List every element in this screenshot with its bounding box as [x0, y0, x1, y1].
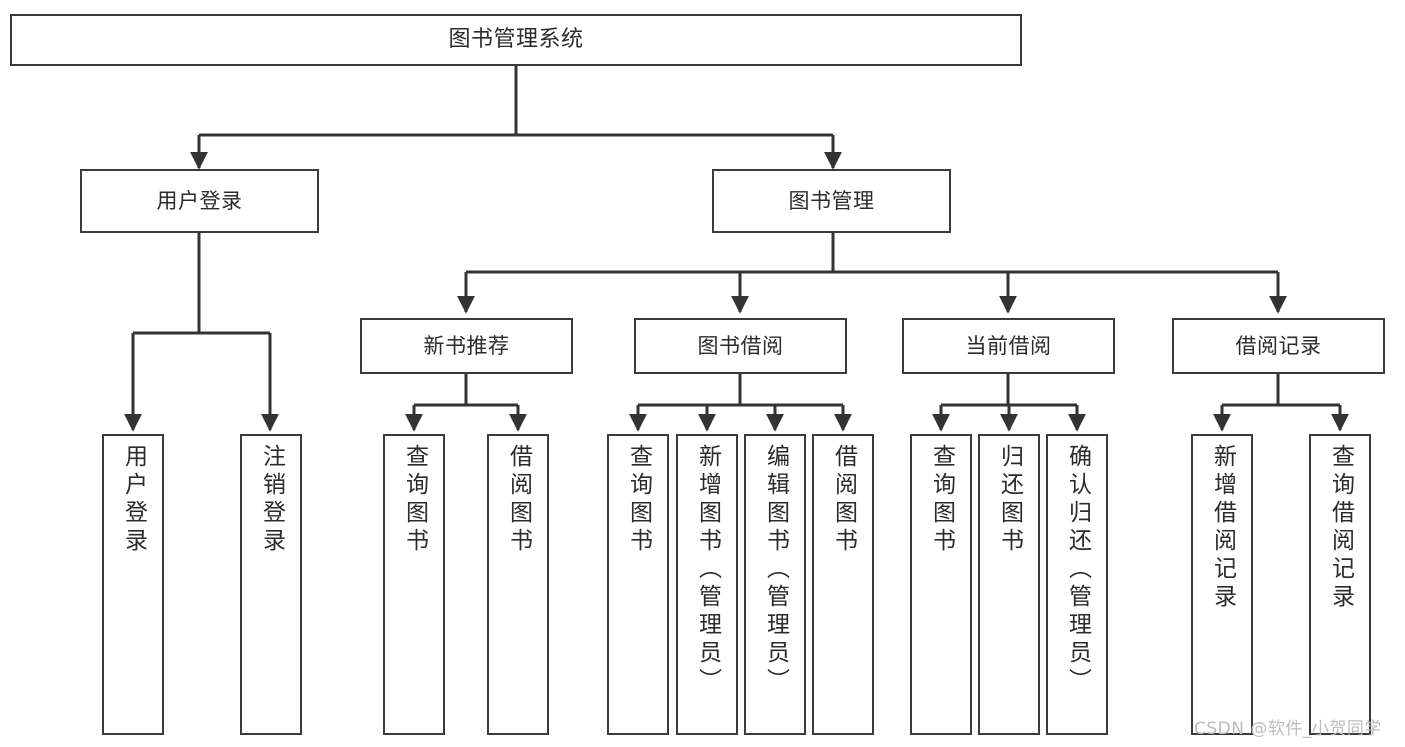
node-leaf-query-book-2-label: 查询图书 — [625, 444, 652, 556]
node-leaf-add-record-label: 新增借阅记录 — [1209, 444, 1236, 612]
node-leaf-query-book-1[interactable]: 查询图书 — [383, 434, 445, 735]
node-leaf-query-book-3-label: 查询图书 — [928, 444, 955, 556]
csdn-watermark: CSDN @软件_小贺同学 — [1194, 719, 1382, 739]
node-leaf-add-record[interactable]: 新增借阅记录 — [1191, 434, 1253, 735]
node-book-manage[interactable]: 图书管理 — [712, 169, 951, 233]
node-leaf-query-book-3[interactable]: 查询图书 — [910, 434, 972, 735]
node-leaf-add-book[interactable]: 新增图书（管理员） — [676, 434, 738, 735]
node-book-manage-label: 图书管理 — [788, 188, 875, 213]
node-new-book-rec-label: 新书推荐 — [423, 333, 510, 358]
node-leaf-confirm-return[interactable]: 确认归还（管理员） — [1046, 434, 1108, 735]
node-leaf-confirm-return-label: 确认归还（管理员） — [1064, 444, 1091, 696]
node-current-borrow-label: 当前借阅 — [965, 333, 1052, 358]
node-leaf-query-record-label: 查询借阅记录 — [1327, 444, 1354, 612]
node-root[interactable]: 图书管理系统 — [10, 14, 1022, 66]
node-leaf-logout-label: 注销登录 — [258, 444, 285, 556]
node-leaf-borrow-book-1[interactable]: 借阅图书 — [487, 434, 549, 735]
node-leaf-borrow-book-2[interactable]: 借阅图书 — [812, 434, 874, 735]
node-leaf-return-book[interactable]: 归还图书 — [978, 434, 1040, 735]
node-leaf-borrow-book-2-label: 借阅图书 — [830, 444, 857, 556]
node-leaf-logout[interactable]: 注销登录 — [240, 434, 302, 735]
node-leaf-query-book-2[interactable]: 查询图书 — [607, 434, 669, 735]
node-leaf-edit-book[interactable]: 编辑图书（管理员） — [744, 434, 806, 735]
node-leaf-return-book-label: 归还图书 — [996, 444, 1023, 556]
node-root-label: 图书管理系统 — [448, 27, 584, 53]
node-leaf-borrow-book-1-label: 借阅图书 — [505, 444, 532, 556]
node-current-borrow[interactable]: 当前借阅 — [902, 318, 1115, 374]
node-book-borrow[interactable]: 图书借阅 — [634, 318, 847, 374]
node-leaf-query-book-1-label: 查询图书 — [401, 444, 428, 556]
node-leaf-add-book-label: 新增图书（管理员） — [694, 444, 721, 696]
node-borrow-record-label: 借阅记录 — [1235, 333, 1322, 358]
node-user-login-label: 用户登录 — [156, 188, 243, 213]
node-leaf-query-record[interactable]: 查询借阅记录 — [1309, 434, 1371, 735]
node-leaf-user-login[interactable]: 用户登录 — [102, 434, 164, 735]
node-new-book-rec[interactable]: 新书推荐 — [360, 318, 573, 374]
node-leaf-user-login-label: 用户登录 — [120, 444, 147, 556]
node-leaf-edit-book-label: 编辑图书（管理员） — [762, 444, 789, 696]
node-user-login[interactable]: 用户登录 — [80, 169, 319, 233]
node-borrow-record[interactable]: 借阅记录 — [1172, 318, 1385, 374]
node-book-borrow-label: 图书借阅 — [697, 333, 784, 358]
